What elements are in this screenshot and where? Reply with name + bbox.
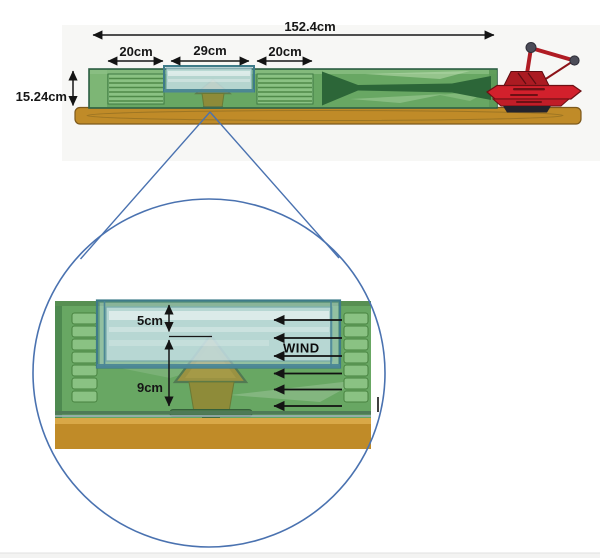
base-board-groove [86, 110, 564, 121]
dimension-total-length: 152.4cm [92, 19, 495, 40]
window-sill [164, 89, 254, 93]
wind-label: WIND [283, 341, 320, 356]
fan-cab-detail [517, 72, 537, 85]
wind-tunnel-body [88, 42, 583, 113]
glass-glare [168, 71, 250, 76]
window-sill [97, 364, 340, 368]
fan-hull-slot [510, 94, 538, 96]
dimension-inlet-length: 20cm [107, 44, 164, 66]
glass-glare [109, 311, 329, 320]
outlet-length-label: 20cm [268, 44, 301, 59]
clearance-label: 5cm [137, 313, 163, 328]
top-side-view: 152.4cm 20cm 29cm 20cm 15.24cm [16, 19, 600, 161]
linkage-joint [569, 55, 580, 66]
fan-assembly [486, 42, 583, 113]
magnifier-circle [32, 198, 386, 548]
base-board-highlight [55, 418, 371, 424]
callout-line-right [209, 111, 340, 259]
floor-rail [55, 411, 371, 415]
dimension-outlet-length: 20cm [256, 44, 313, 66]
base-board-plank [74, 106, 582, 125]
magnified-inlet-louvers [71, 312, 98, 403]
total-length-label: 152.4cm [284, 19, 335, 34]
tunnel-left-cap [90, 70, 107, 107]
base-board [74, 106, 582, 125]
magnified-window [95, 299, 342, 369]
inlet-louvers [107, 73, 165, 105]
magnified-test-section: 5cm 9cm WIND [55, 299, 379, 449]
fan-hull-slot [516, 101, 542, 103]
bottom-window-edge [0, 552, 600, 558]
magnified-left-edge [55, 301, 62, 431]
linkage-arm [530, 46, 575, 63]
fan-mount-base [503, 106, 551, 113]
dimension-test-length: 29cm [170, 43, 250, 66]
fan-hull [486, 84, 583, 100]
shell-highlight [350, 94, 445, 103]
outlet-louvers [256, 73, 314, 105]
house-body [188, 381, 235, 413]
test-section-window [163, 65, 255, 93]
dimension-window-clearance: 5cm [137, 304, 174, 333]
wall-highlight [230, 380, 360, 402]
wind-arrows [273, 314, 342, 412]
glass-glare [168, 79, 250, 82]
test-length-label: 29cm [193, 43, 226, 58]
edge-fill [0, 553, 600, 558]
fan-hull-slot [513, 88, 545, 91]
magnified-outlet-louvers [343, 312, 369, 403]
inlet-length-label: 20cm [119, 44, 152, 59]
dimension-height: 15.24cm [16, 70, 78, 107]
linkage-joint [525, 42, 537, 53]
contraction-cone [322, 71, 491, 106]
fan-cab [503, 71, 550, 86]
shell-highlight [365, 71, 470, 79]
house-height-label: 9cm [137, 380, 163, 395]
glass-glare [109, 327, 329, 332]
tunnel-top-highlight [90, 70, 496, 74]
dimension-house-height: 9cm [137, 339, 174, 407]
glass-glare [109, 340, 269, 346]
height-label: 15.24cm [16, 89, 67, 104]
